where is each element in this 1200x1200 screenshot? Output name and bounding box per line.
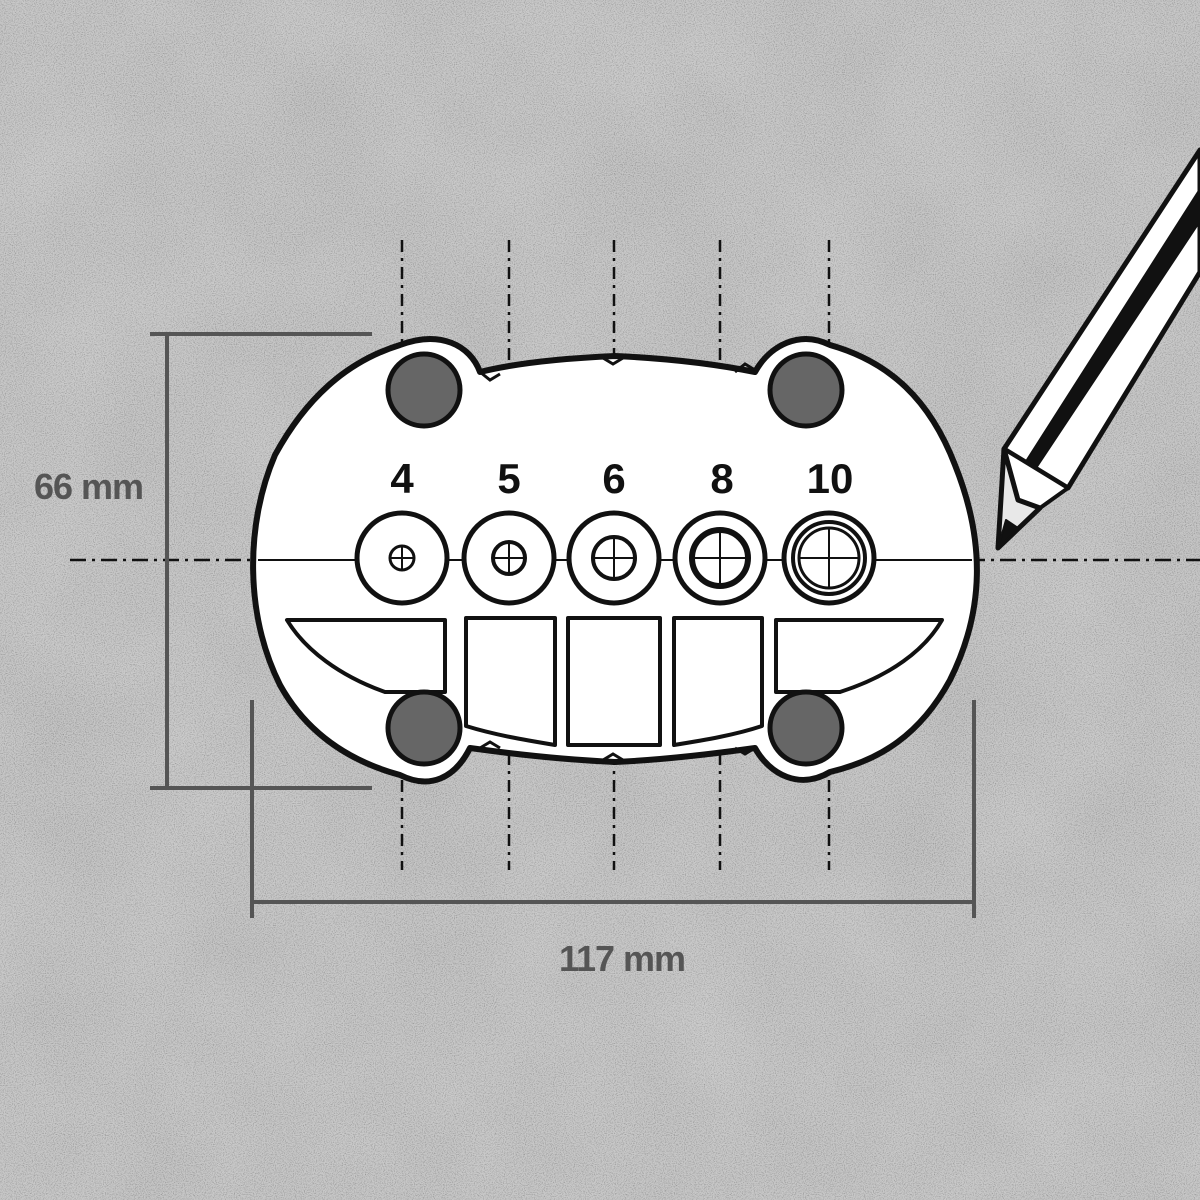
drill-size-label: 6 — [602, 455, 625, 502]
width-dimension-label: 117 mm — [558, 938, 686, 979]
drill-guides — [354, 510, 877, 606]
foot-pad-bottom-right — [767, 689, 845, 767]
drill-size-label: 4 — [390, 455, 414, 502]
height-dimension — [150, 332, 372, 790]
drill-size-label: 10 — [807, 455, 854, 502]
drill-guide-10 — [781, 510, 877, 606]
lower-pockets — [285, 616, 944, 747]
foot-pad-bottom-left — [385, 689, 463, 767]
pencil-icon — [995, 147, 1200, 551]
drill-guide-6 — [566, 510, 662, 606]
foot-pads — [385, 351, 845, 767]
drill-size-label: 5 — [497, 455, 520, 502]
drill-guide-8 — [672, 510, 768, 606]
foot-pad-top-left — [385, 351, 463, 429]
drill-size-labels: 4 5 6 8 10 — [390, 455, 853, 502]
foot-pad-top-right — [767, 351, 845, 429]
height-dimension-label: 66 mm — [34, 466, 144, 507]
drill-guide-4 — [354, 510, 450, 606]
drill-guide-5 — [461, 510, 557, 606]
drill-size-label: 8 — [710, 455, 733, 502]
width-dimension — [250, 700, 976, 918]
template-notches — [479, 356, 756, 762]
